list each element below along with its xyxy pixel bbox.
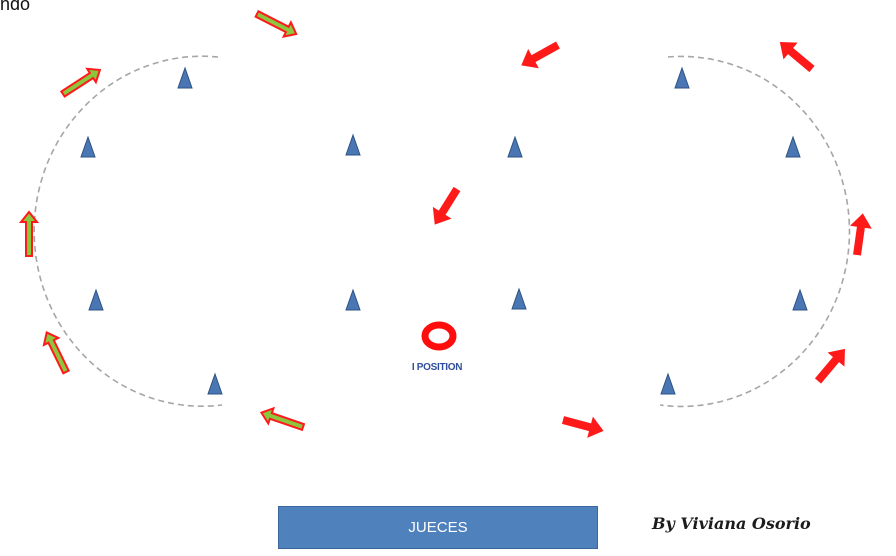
corner-text: ndo [0,0,31,14]
left-dashed-path [33,55,223,408]
red-arrow-icon [432,186,461,225]
green-arrow-icon [42,331,71,375]
cone [207,372,223,395]
cone [345,133,361,156]
cone [660,372,676,395]
cone [345,288,361,311]
cone [507,135,523,158]
red-arrow-icon [779,42,815,73]
red-arrow-icon [814,348,845,384]
green-arrows [18,9,306,432]
red-arrow-icon [521,41,560,69]
red-arrow-icon [850,213,872,256]
cone [792,288,808,311]
cone [511,287,527,310]
cone [674,66,690,89]
i-position-label: I POSITION [411,362,463,373]
cones [80,66,808,395]
green-arrow-icon [59,67,102,98]
cone [177,66,193,89]
cone [785,135,801,158]
author-signature: By Viviana Osorio [652,514,811,533]
red-arrow-icon [561,416,604,438]
i-position-marker-icon [421,321,457,351]
cone [80,135,96,158]
green-arrow-icon [18,210,40,257]
red-arrows [432,41,872,438]
cone [88,288,104,311]
green-arrow-icon [259,406,306,432]
judges-label: JUECES [408,519,468,536]
right-dashed-path [659,55,851,408]
judges-box: JUECES [278,506,598,549]
green-arrow-icon [254,9,298,38]
